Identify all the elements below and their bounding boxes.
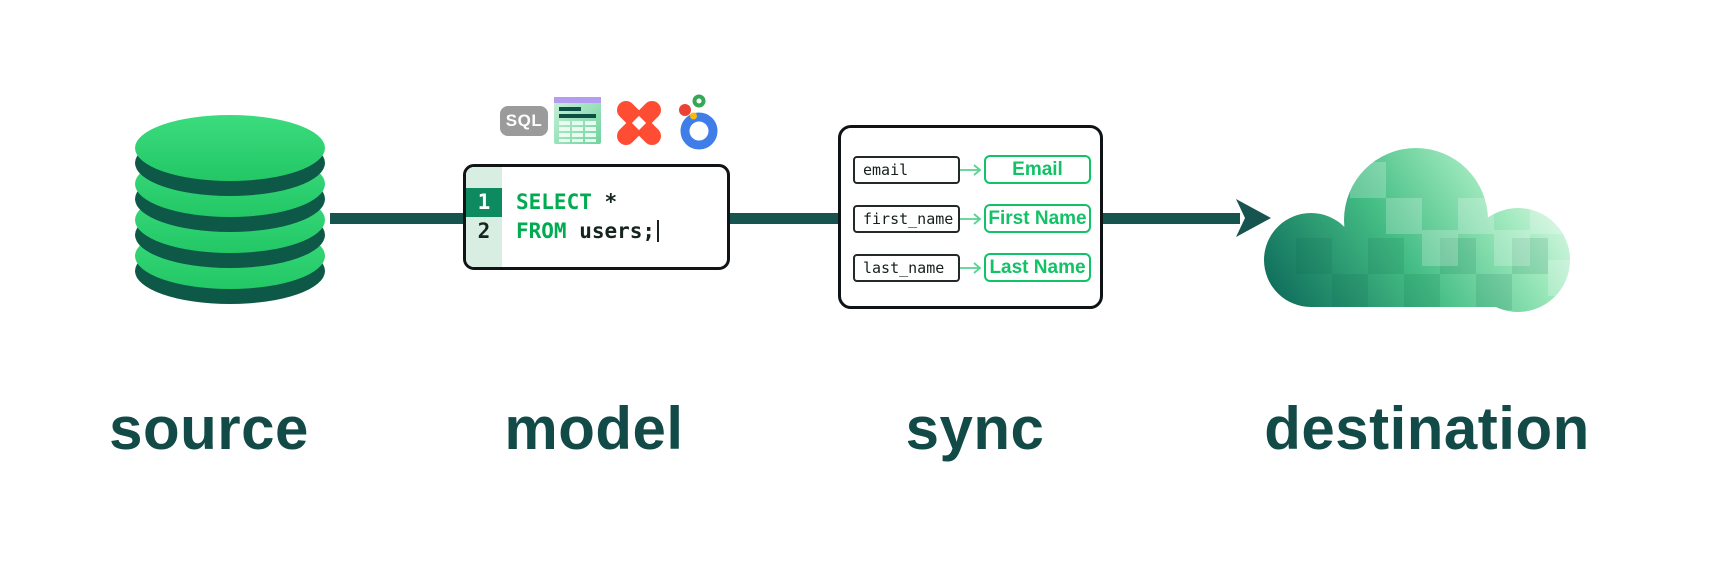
line-number: 2: [477, 219, 491, 243]
source-field: email: [853, 155, 960, 184]
target-field: Last Name: [984, 253, 1091, 282]
mapping-row: last_name Last Name: [853, 253, 1091, 282]
sql-keyword: FROM: [516, 219, 567, 243]
stage-label-source: source: [109, 395, 309, 462]
field-mapping-panel: email Email first_name First Name last_n…: [838, 125, 1103, 309]
mapping-row: email Email: [853, 155, 1091, 184]
code-text: FROM users;: [502, 217, 660, 246]
sql-keyword: SELECT: [516, 190, 592, 214]
text-cursor: [657, 220, 660, 242]
target-field: Email: [984, 155, 1091, 184]
looker-icon: [679, 94, 718, 150]
database-icon: [135, 115, 325, 304]
dbt-icon: [617, 101, 661, 145]
stage-label-destination: destination: [1264, 395, 1590, 462]
target-field: First Name: [984, 204, 1091, 233]
pipeline-arrowhead-icon: [1236, 199, 1271, 237]
map-arrow-icon: [960, 261, 984, 275]
map-arrow-icon: [960, 163, 984, 177]
sql-badge: SQL: [500, 106, 548, 136]
spreadsheet-icon: [554, 97, 601, 144]
source-field: last_name: [853, 253, 960, 282]
sql-badge-label: SQL: [505, 111, 543, 130]
code-line: 2 FROM users;: [466, 217, 727, 246]
cloud-icon: [1264, 148, 1570, 312]
line-number-gutter: [466, 167, 502, 267]
pipeline-arrow-line: [330, 213, 1240, 224]
code-line: 1 SELECT *: [466, 188, 727, 217]
source-field: first_name: [853, 204, 960, 233]
line-number: 1: [466, 188, 502, 217]
code-text: SELECT *: [516, 190, 618, 214]
stage-label-model: model: [504, 395, 684, 462]
sql-code-block: 1 SELECT * 2 FROM users;: [463, 164, 730, 270]
map-arrow-icon: [960, 212, 984, 226]
mapping-row: first_name First Name: [853, 204, 1091, 233]
stage-label-sync: sync: [905, 395, 1045, 462]
